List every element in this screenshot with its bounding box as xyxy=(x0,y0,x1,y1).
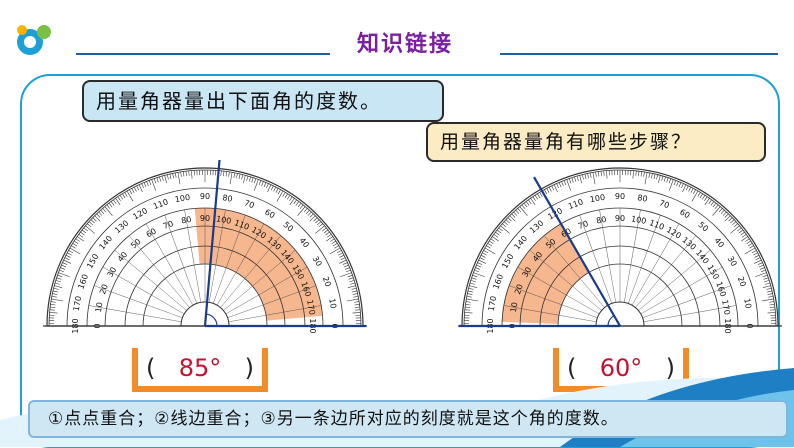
scale-label-outer: 80 xyxy=(637,193,649,204)
header-line-right xyxy=(500,53,778,55)
scale-label-outer: 90 xyxy=(615,192,625,201)
prompt-text: 用量角器量出下面角的度数。 xyxy=(82,80,444,122)
scale-label-outer: 10 xyxy=(742,298,753,310)
header-line-left xyxy=(76,53,330,55)
protractor-left: 0180101702016030150401405013060120701108… xyxy=(40,160,370,340)
scale-label-inner: 80 xyxy=(181,215,193,226)
steps-summary: ①点点重合；②线边重合；③另一条边所对应的刻度就是这个角的度数。 xyxy=(28,400,788,438)
logo-icon xyxy=(12,22,56,58)
scale-label-outer: 90 xyxy=(200,192,210,201)
scale-label-inner: 80 xyxy=(596,215,608,226)
scale-label-inner: 10 xyxy=(94,302,105,314)
scale-label-outer: 10 xyxy=(327,298,338,310)
scale-label-inner: 90 xyxy=(615,214,625,223)
page-title: 知识链接 xyxy=(340,26,470,58)
scale-label-outer: 80 xyxy=(222,193,234,204)
question-text: 用量角器量角有哪些步骤？ xyxy=(426,122,766,162)
protractor-right: 0180101702016030150401405013060120701108… xyxy=(455,160,785,340)
scale-label-inner: 10 xyxy=(509,302,520,314)
scale-label-inner: 90 xyxy=(200,214,210,223)
